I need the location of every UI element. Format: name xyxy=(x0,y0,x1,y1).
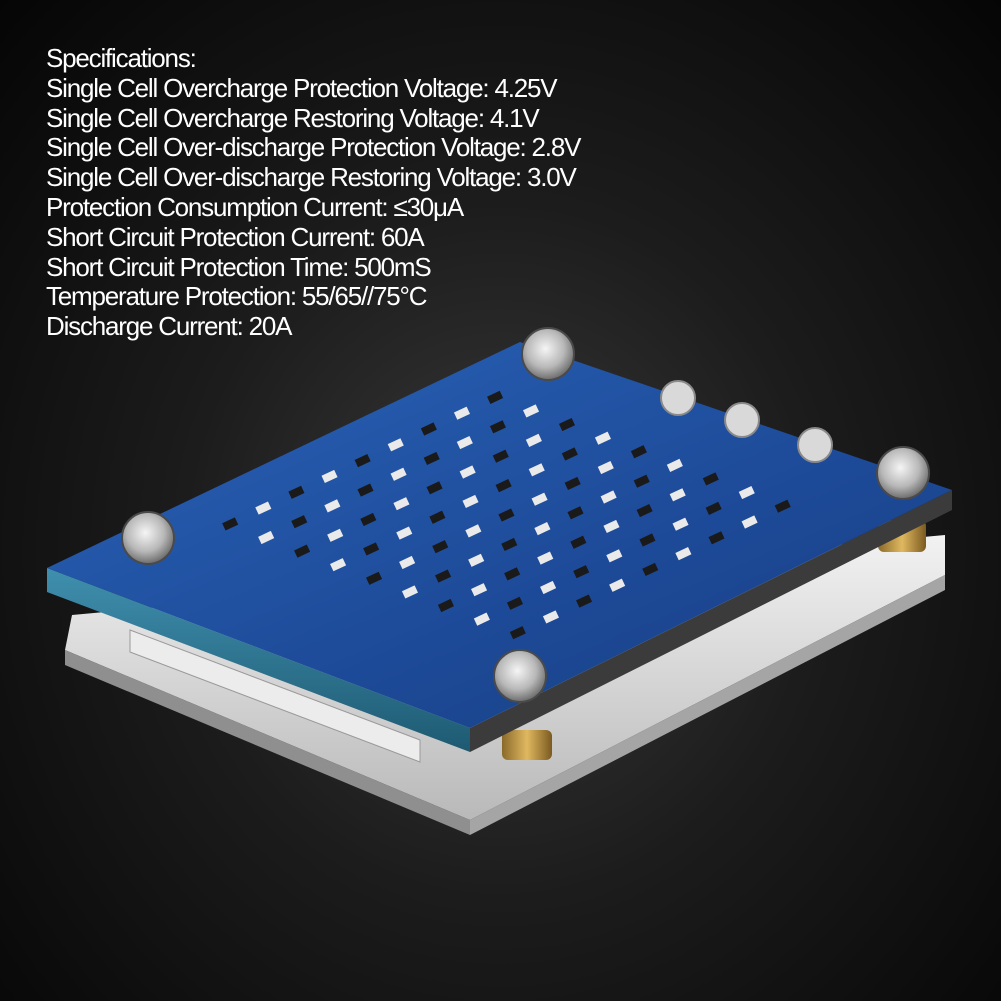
smd-components xyxy=(222,390,791,640)
smd-part xyxy=(294,544,311,558)
smd-part xyxy=(531,492,548,506)
smd-part xyxy=(705,501,722,515)
smd-part xyxy=(606,549,623,563)
smd-part xyxy=(504,567,521,581)
smd-part xyxy=(666,458,683,472)
specifications-text: Specifications: Single Cell Overcharge P… xyxy=(46,43,581,342)
spec-line-1: Single Cell Overcharge Protection Voltag… xyxy=(46,72,558,103)
cell-connector xyxy=(129,629,421,763)
smd-part xyxy=(702,472,719,486)
smd-part xyxy=(597,460,614,475)
smd-part xyxy=(324,499,341,513)
smd-part xyxy=(540,580,557,595)
smd-part xyxy=(396,526,413,540)
smd-part xyxy=(288,485,305,499)
pcb-edge xyxy=(47,490,952,752)
smd-part xyxy=(456,436,473,450)
smd-part xyxy=(473,612,490,626)
smd-part xyxy=(570,535,587,549)
smd-part xyxy=(537,551,554,565)
smd-part xyxy=(633,474,650,488)
spec-line-9: Discharge Current: 20A xyxy=(46,311,292,342)
smd-part xyxy=(462,494,479,509)
smd-part xyxy=(365,571,383,585)
smd-part xyxy=(600,490,617,504)
smd-part xyxy=(609,578,626,592)
smd-part xyxy=(357,483,374,497)
smd-part xyxy=(327,528,344,542)
smd-part xyxy=(401,585,419,599)
smd-part xyxy=(453,406,471,420)
smd-part xyxy=(258,530,275,545)
smd-part xyxy=(738,485,755,500)
smd-part xyxy=(567,506,584,520)
smd-part xyxy=(255,501,272,515)
spec-line-5: Protection Consumption Current: ≤30μA xyxy=(46,191,464,222)
smd-part xyxy=(387,438,404,452)
smd-part xyxy=(561,447,578,461)
smd-part xyxy=(487,390,504,404)
smd-part xyxy=(542,610,559,624)
smd-part xyxy=(363,542,380,556)
spec-line-7: Short Circuit Protection Time: 500mS xyxy=(46,251,432,282)
smd-part xyxy=(675,547,692,561)
spec-line-6: Short Circuit Protection Current: 60A xyxy=(46,221,425,252)
smd-part xyxy=(390,467,407,481)
smd-part xyxy=(501,537,518,552)
spec-line-4: Single Cell Over-discharge Restoring Vol… xyxy=(46,162,577,193)
smd-part xyxy=(222,517,239,531)
smd-part xyxy=(576,594,593,608)
smd-part xyxy=(429,510,446,524)
smd-part xyxy=(492,449,509,463)
smd-part xyxy=(426,481,443,495)
terminal-pads xyxy=(660,380,833,463)
smd-part xyxy=(330,558,347,572)
smd-part xyxy=(573,565,590,579)
smd-part xyxy=(393,497,410,511)
smd-part xyxy=(291,515,308,529)
spec-line-8: Temperature Protection: 55/65//75°C xyxy=(46,281,428,312)
smd-part xyxy=(420,422,437,436)
smd-part xyxy=(741,515,758,529)
smd-part xyxy=(630,445,647,459)
mounting-screws xyxy=(121,327,930,703)
smd-part xyxy=(528,463,545,477)
smd-part xyxy=(672,517,689,531)
smd-part xyxy=(558,417,576,432)
smd-part xyxy=(432,540,449,554)
spec-line-3: Single Cell Over-discharge Protection Vo… xyxy=(46,132,581,163)
smd-part xyxy=(525,433,542,447)
spec-line-2: Single Cell Overcharge Restoring Voltage… xyxy=(46,102,540,133)
smd-part xyxy=(523,404,540,418)
smd-part xyxy=(459,465,476,479)
smd-part xyxy=(437,598,454,613)
smd-part xyxy=(321,469,338,484)
smd-part xyxy=(435,569,452,583)
smd-part xyxy=(594,431,611,445)
smd-part xyxy=(468,553,485,567)
smd-part xyxy=(489,420,506,434)
smd-part xyxy=(423,451,440,466)
smd-part xyxy=(354,454,371,468)
smd-part xyxy=(708,531,725,545)
smd-part xyxy=(774,499,791,513)
smd-part xyxy=(564,476,581,490)
smd-part xyxy=(471,583,488,597)
smd-part xyxy=(360,512,377,527)
smd-part xyxy=(636,504,653,518)
smd-part xyxy=(669,488,686,502)
smd-part xyxy=(465,524,482,538)
spec-heading: Specifications: xyxy=(46,43,197,73)
smd-part xyxy=(509,626,526,640)
smd-part xyxy=(399,555,416,570)
smd-part xyxy=(534,522,551,536)
smd-part xyxy=(495,479,512,493)
smd-part xyxy=(506,596,524,610)
smd-part xyxy=(603,519,620,534)
pcb-board xyxy=(47,342,952,728)
smd-part xyxy=(642,562,659,577)
smd-part xyxy=(639,533,656,547)
smd-part xyxy=(498,508,515,522)
